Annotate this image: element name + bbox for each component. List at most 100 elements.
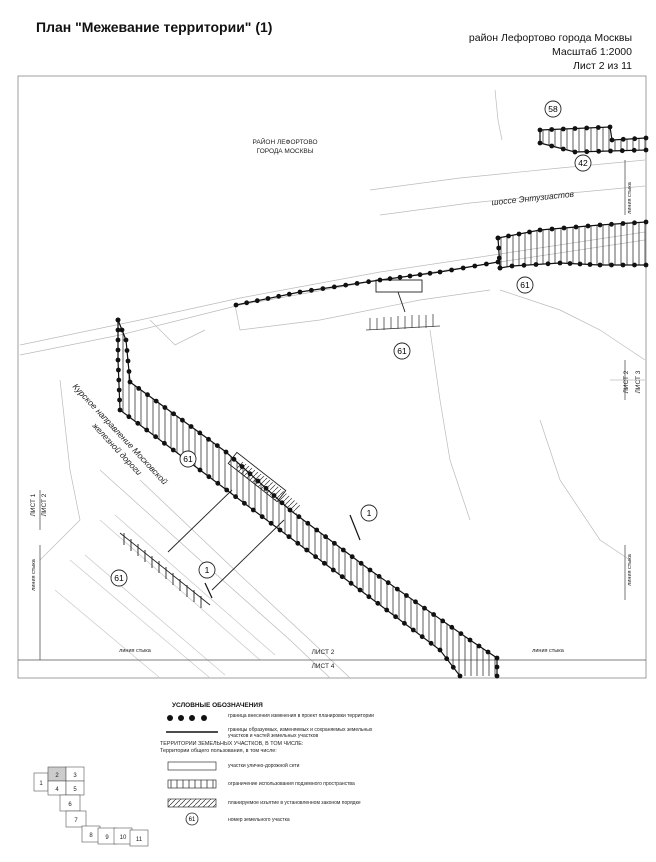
boundary-dot [619, 148, 625, 154]
junction-label-bottom-left: линия стыка [119, 648, 152, 654]
legend-number-text: номер земельного участка [228, 817, 290, 823]
boundary-dot [609, 137, 615, 143]
boundary-dot [608, 148, 613, 154]
boundary-dot [153, 398, 159, 404]
junction-label-right-top: линия стыка [627, 181, 633, 214]
boundary-dot [584, 149, 590, 155]
legend-symbols: 61 [166, 715, 218, 826]
boundary-dot [255, 478, 261, 484]
plot-number-61-detail: 61 [114, 573, 124, 583]
boundary-dot [537, 227, 543, 233]
boundary-dot [247, 471, 253, 477]
index-cell-6: 6 [68, 802, 72, 808]
legend-planned-text: планируемое изъятие в установленном зако… [228, 800, 361, 806]
sheet-label-1: ЛИСТ 1 [30, 493, 37, 516]
boundary-dot [467, 637, 473, 643]
sheet-label-2-left: ЛИСТ 2 [41, 493, 48, 516]
sheet-index-grid [33, 766, 149, 847]
boundary-dot [214, 443, 220, 448]
scale-caption: Масштаб 1:2000 [552, 46, 632, 58]
railway-road-network-zone [118, 320, 497, 676]
boundary-dot [557, 260, 563, 266]
boundary-dot [135, 420, 141, 426]
block-58-zone [540, 127, 646, 152]
boundary-dot [250, 507, 256, 513]
sheet-label-4: ЛИСТ 4 [312, 663, 335, 670]
boundary-dot [188, 424, 194, 429]
boundary-dot [560, 126, 566, 132]
boundary-dot [549, 143, 555, 149]
boundary-dot [537, 140, 543, 146]
boundary-dot [117, 397, 122, 403]
boundary-dot [126, 414, 132, 420]
boundary-dot [440, 618, 446, 624]
boundary-dot [279, 500, 285, 506]
legend-title: УСЛОВНЫЕ ОБОЗНАЧЕНИЯ [172, 702, 263, 709]
boundary-dot [584, 125, 590, 131]
boundary-dot [620, 262, 626, 268]
boundary-dot [643, 262, 649, 268]
boundary-dot [277, 527, 283, 533]
boundary-dot [127, 379, 133, 385]
boundary-dot [549, 127, 555, 132]
boundary-dot [330, 567, 336, 573]
boundary-dot [376, 574, 382, 579]
map-frame [17, 75, 647, 679]
boundary-dot [485, 649, 491, 655]
boundary-dot [609, 262, 614, 268]
district-caption: район Лефортово города Москвы [468, 32, 632, 44]
boundary-dot [494, 673, 500, 679]
boundary-dot [286, 534, 292, 540]
boundary-dot [609, 221, 614, 227]
boundary-dot [597, 262, 603, 268]
boundary-dot [224, 487, 230, 493]
boundary-dot [497, 265, 503, 271]
boundary-dot [116, 377, 122, 383]
junction-label-left: линия стыка [31, 558, 37, 591]
boundary-dot [450, 664, 456, 670]
legend-lines-text: границы образуемых, изменяемых и сохраня… [228, 727, 373, 739]
boundary-dot [404, 593, 409, 598]
boundary-dot [496, 245, 502, 251]
sheet-label-2-bottom: ЛИСТ 2 [312, 649, 335, 656]
change-boundary-markers [115, 124, 649, 679]
boundary-dot [631, 147, 637, 153]
legend-underground-symbol [167, 779, 217, 789]
boundary-dot [145, 392, 150, 398]
boundary-dot [567, 261, 573, 266]
boundary-dot [597, 222, 603, 228]
plot-number-61-shosse: 61 [520, 280, 530, 290]
boundary-dot [215, 480, 221, 486]
boundary-dot [643, 147, 649, 153]
boundary-dot [494, 664, 500, 670]
boundary-dot [533, 262, 539, 267]
boundary-dot [116, 387, 122, 393]
boundary-dot [295, 540, 301, 546]
highway-label: шоссе Энтузиастов [491, 189, 575, 208]
boundary-dot [577, 261, 583, 267]
boundary-dot [162, 405, 168, 410]
boundary-dot [366, 594, 372, 600]
boundary-dot [375, 600, 381, 606]
shosse-boundary-line [235, 261, 499, 306]
index-cell-2: 2 [55, 773, 59, 779]
boundary-dot [153, 434, 159, 440]
index-cell-1: 1 [39, 781, 43, 787]
boundary-dot [572, 149, 578, 155]
plot-number-42: 42 [578, 158, 588, 168]
boundary-dot [206, 474, 212, 480]
boundary-dot [162, 440, 167, 446]
page-title: План "Межевание территории" (1) [36, 19, 273, 35]
boundary-dot [394, 586, 400, 592]
boundary-dot [643, 219, 649, 225]
boundary-dot [170, 447, 176, 453]
boundary-dot [119, 327, 125, 333]
shosse-callout [375, 279, 423, 313]
plot-number-1-detail: 1 [205, 565, 210, 575]
boundary-dot [231, 456, 237, 462]
boundary-dot [607, 124, 613, 130]
legend-section-heading: ТЕРРИТОРИИ ЗЕМЕЛЬНЫХ УЧАСТКОВ, В ТОМ ЧИС… [160, 741, 304, 747]
boundary-dot [419, 634, 425, 640]
